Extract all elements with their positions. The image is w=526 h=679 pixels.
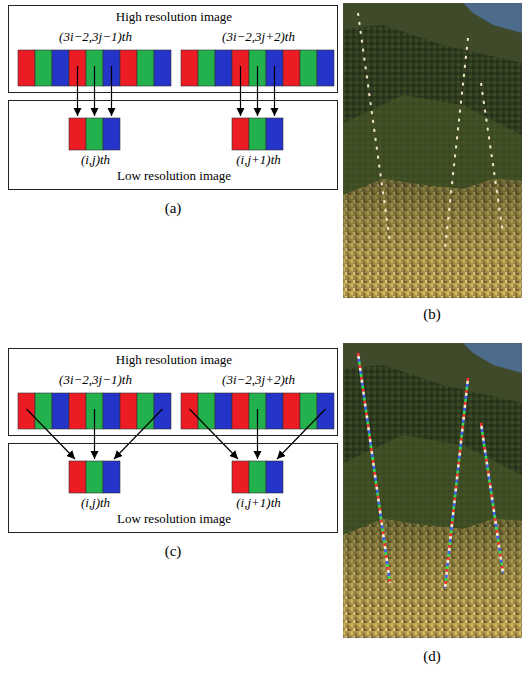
pixel-label: (i,j+1)th [236,496,281,510]
high-res-box: High resolution image (3i−2,3j−1)th (3i−2,… [8,5,338,93]
low-res-box: (i,j)th (i,j+1)thLow resolution image [8,443,338,533]
panel-label: (b) [423,306,441,323]
high-res-box: High resolution image (3i−2,3j−1)th (3i−2,… [8,348,338,436]
pixel-label: (i,j)th [81,496,110,510]
pixel-label: (i,j+1)th [236,153,281,167]
pixel-label: (3i−2,3j−1)th [59,373,132,387]
pixel-label: (3i−2,3j−1)th [59,30,132,44]
box-title: High resolution image [116,10,232,24]
pixel-label: (3i−2,3j+2)th [222,373,295,387]
box-title: Low resolution image [117,169,231,183]
panel-label: (c) [165,543,182,560]
pixel-label: (i,j)th [81,153,110,167]
low-res-box: (i,j)th (i,j+1)thLow resolution image [8,100,338,190]
pixel-label: (3i−2,3j+2)th [222,30,295,44]
panel-label: (d) [423,648,441,665]
panel-label: (a) [165,200,182,217]
box-title: High resolution image [116,353,232,367]
box-title: Low resolution image [117,512,231,526]
